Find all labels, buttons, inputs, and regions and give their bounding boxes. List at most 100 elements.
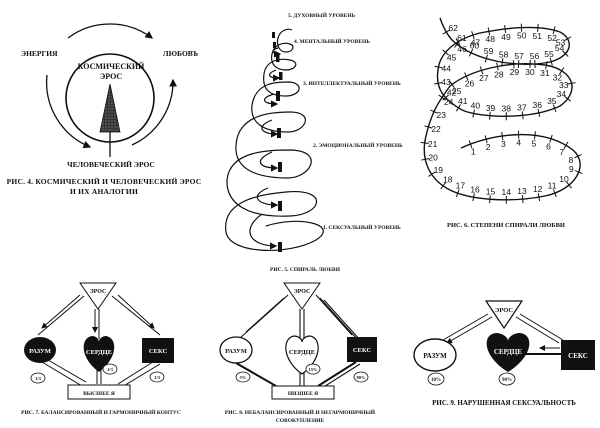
degree-tick	[574, 153, 582, 159]
sex-label: СЕКС	[149, 348, 168, 355]
sex-node	[347, 337, 377, 362]
mind-node	[413, 338, 457, 372]
figure-4-cosmic-eros: ЭНЕРГИЯ ЛЮБОВЪ КОСМИЧЕСКИЙ ЭРОС ЧЕЛОВЕЧЕ…	[7, 23, 202, 196]
degree-tick	[549, 134, 553, 143]
degree-tick	[564, 95, 572, 102]
degree-number: 57	[514, 51, 524, 61]
eros-label: ЭРОС	[294, 289, 311, 295]
degree-tick	[455, 189, 460, 198]
degree-number: 55	[544, 49, 554, 59]
degree-tick	[562, 50, 569, 57]
lower-self-label: НИЗШЕЕ Я	[288, 391, 318, 397]
degree-number: 7	[560, 147, 565, 157]
heart-share: 15%	[309, 367, 319, 372]
degree-number: 36	[533, 100, 543, 110]
fig8-caption-line2: СОВОКУПЛЕНИЕ	[276, 418, 325, 424]
spiral-curve	[225, 28, 324, 252]
level-1-label: 1. СЕКСУАЛЬНЫЙ УРОВЕНЬ	[323, 223, 401, 231]
marker-bar	[272, 32, 275, 38]
degree-number: 38	[501, 103, 511, 113]
degree-tick	[552, 26, 556, 35]
level5-arrow-icon	[272, 47, 282, 58]
heart-share: 1/3	[107, 367, 114, 372]
degree-number: 22	[431, 124, 441, 134]
degree-number: 14	[502, 187, 512, 197]
degree-number: 51	[533, 31, 543, 41]
marker-bar	[278, 242, 282, 252]
figure-8-unbalanced: ЭРОС РАЗУМ СЕРДЦЕ СЕКС НИЗШЕЕ Я 5% 15% 8…	[219, 282, 377, 424]
degree-tick	[566, 181, 572, 189]
heart-node	[486, 333, 530, 372]
figure-5-love-spiral	[225, 28, 324, 252]
degree-tick	[567, 82, 576, 85]
degree-number: 26	[465, 79, 475, 89]
degree-tick	[484, 54, 488, 63]
level2-arrow-icon	[260, 151, 279, 172]
degree-tick	[487, 27, 491, 36]
degree-tick	[430, 109, 438, 114]
degree-tick	[552, 189, 557, 198]
marker-bar	[273, 42, 276, 48]
degree-number: 25	[452, 86, 462, 96]
degree-tick	[479, 66, 484, 75]
degree-number: 28	[494, 69, 504, 79]
degree-number: 34	[557, 89, 567, 99]
cosmic-eros-line2: ЭРОС	[100, 72, 123, 81]
eros-triangle	[484, 300, 524, 330]
heart-share: 90%	[502, 378, 512, 383]
degree-number: 59	[484, 46, 494, 56]
degree-number: 24	[444, 97, 454, 107]
degree-number: 60	[470, 41, 480, 51]
marker-bar	[279, 72, 283, 80]
degree-number: 42	[447, 87, 457, 97]
degree-tick	[442, 49, 449, 56]
degree-tick	[552, 104, 557, 113]
degree-number: 8	[568, 155, 573, 165]
top-arrow-icon	[67, 23, 154, 39]
degree-number: 35	[547, 96, 557, 106]
degree-tick	[434, 65, 443, 69]
level3-arrow-icon	[261, 119, 279, 138]
degree-tick	[504, 24, 507, 34]
degree-number: 45	[447, 53, 457, 63]
marker-bar	[276, 91, 280, 101]
degree-number: 40	[471, 101, 481, 111]
heart-label: СЕРДЦЕ	[86, 349, 112, 356]
degree-number: 61	[457, 33, 467, 43]
degree-number: 52	[547, 33, 557, 43]
degree-tick	[489, 111, 491, 120]
human-eros-label: ЧЕЛОВЕЧЕСКИЙ ЭРОС	[67, 160, 155, 169]
degree-number: 44	[442, 64, 452, 74]
degree-number: 39	[486, 103, 496, 113]
degree-number: 12	[533, 184, 543, 194]
fig7-caption: РИС. 7. БАЛАНСИРОВАННЫЙ И ГАРМОНИЧНЫЙ КО…	[21, 408, 181, 416]
degree-number: 23	[437, 110, 447, 120]
heart-label: СЕРДЦЕ	[289, 349, 315, 356]
fig5-caption: РИС. 5. СПИРАЛЬ ЛЮБВИ	[270, 267, 341, 273]
degree-number: 58	[499, 49, 509, 59]
degree-number: 4	[516, 138, 521, 148]
degree-number: 15	[486, 186, 496, 196]
heart-label: СЕРДЦЕ	[494, 348, 523, 356]
degree-number: 33	[559, 80, 569, 90]
marker-bar	[278, 162, 282, 172]
degree-number: 47	[471, 38, 481, 48]
degree-tick	[420, 141, 429, 144]
degree-number: 30	[525, 67, 535, 77]
degree-tick	[464, 72, 469, 81]
level-3-label: 3. ИНТЕЛЛЕКТУАЛЬНЫЙ УРОВЕНЬ	[303, 79, 401, 87]
degree-tick	[484, 135, 488, 144]
degree-tick	[455, 104, 461, 112]
lower-self-box	[271, 385, 335, 400]
eros-label: ЭРОС	[90, 289, 107, 295]
degree-number: 18	[443, 174, 453, 184]
mind-label: РАЗУМ	[225, 348, 247, 355]
degree-number: 48	[485, 34, 495, 44]
degree-tick	[496, 62, 499, 71]
degree-tick	[468, 140, 473, 149]
fig4-caption-line1: РИС. 4. КОСМИЧЕСКИЙ И ЧЕЛОВЕЧЕСКИЙ ЭРОС	[7, 177, 202, 186]
left-arrow-icon	[45, 74, 92, 149]
heart-node	[83, 336, 115, 372]
